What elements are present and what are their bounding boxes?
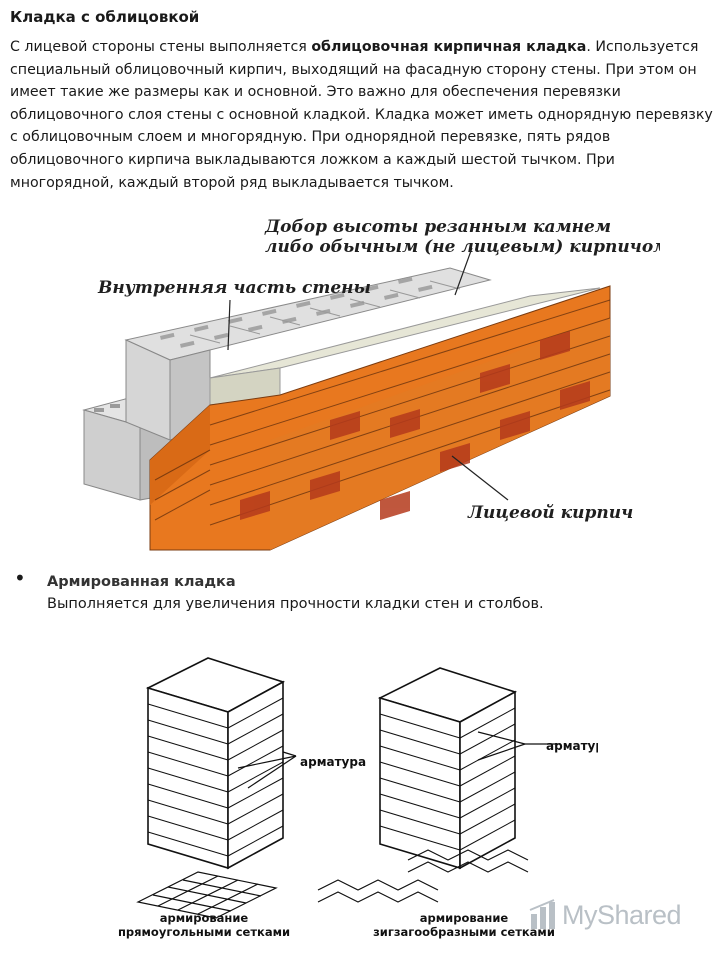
- section-paragraph: С лицевой стороны стены выполняется обли…: [10, 36, 716, 194]
- gray-blocks-upper: [124, 267, 492, 441]
- zigzag-mesh: [317, 849, 529, 903]
- watermark: MyShared: [528, 898, 682, 932]
- reinforced-masonry-illustration: арматура арматура армирование прямоуголь…: [118, 657, 598, 939]
- column-zigzag-mesh: [377, 667, 518, 870]
- facing-masonry-illustration: Добор высоты резанным камнем либо обычны…: [82, 217, 660, 551]
- rectangular-mesh: [136, 871, 278, 919]
- list-item-description: Выполняется для увеличения прочности кла…: [47, 596, 544, 612]
- caption-zigzag-2: зигзагообразными сетками: [373, 925, 555, 939]
- watermark-text: MyShared: [562, 899, 682, 930]
- bar-chart-icon: [529, 899, 555, 929]
- list-bullet: •: [14, 566, 26, 590]
- label-inner-wall: Внутренняя часть стены: [97, 278, 371, 298]
- label-height-fill-line1: Добор высоты резанным камнем: [264, 217, 611, 237]
- caption-rectangular-2: прямоугольными сетками: [118, 925, 290, 939]
- caption-zigzag-1: армирование: [420, 911, 509, 925]
- label-rebar-left: арматура: [300, 755, 366, 769]
- caption-rectangular-1: армирование: [160, 911, 249, 925]
- label-facing-brick: Лицевой кирпич: [467, 503, 633, 523]
- column-rectangular-mesh: [145, 657, 286, 870]
- paragraph-text-start: С лицевой стороны стены выполняется: [10, 39, 312, 55]
- label-height-fill-line2: либо обычным (не лицевым) кирпичом: [265, 237, 660, 257]
- facing-brick-wall: [149, 285, 611, 551]
- paragraph-bold-term: облицовочная кирпичная кладка: [311, 39, 587, 55]
- paragraph-text-rest: . Используется специальный облицовочный …: [10, 39, 713, 191]
- label-rebar-right: арматура: [546, 739, 598, 753]
- section-title: Кладка с облицовкой: [10, 8, 200, 26]
- list-item-title: Армированная кладка: [47, 574, 236, 590]
